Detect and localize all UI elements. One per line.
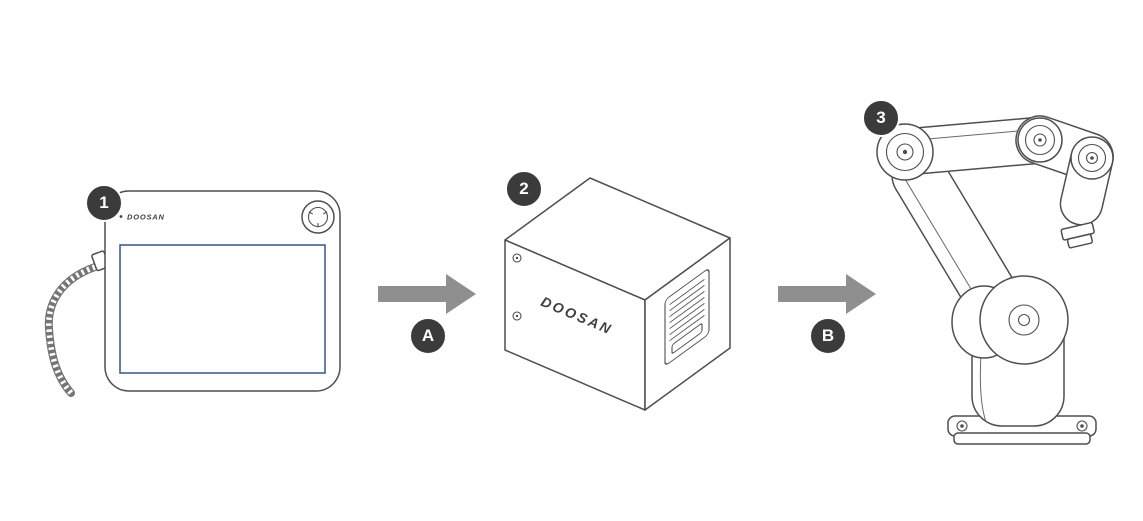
robot-wrist-joint-2 [1070, 136, 1114, 180]
controller-illustration: DOOSAN [504, 177, 731, 411]
arrow-a-icon [378, 274, 476, 314]
pendant-screen [119, 244, 326, 374]
robot-shoulder [951, 275, 1069, 365]
pendant-brand-text: DOOSAN [127, 213, 165, 222]
controller-screws [512, 253, 522, 321]
step-badge-1: 1 [85, 184, 123, 222]
robot-arm-illustration [876, 115, 1114, 445]
arrow-b-icon [778, 274, 876, 314]
arrow-a-shape [378, 274, 476, 314]
robot-tool-flange [1060, 221, 1095, 249]
connector-badge-a: A [409, 317, 447, 355]
step-badge-2: 2 [505, 170, 543, 208]
connector-badge-b: B [809, 317, 847, 355]
brand-dot [119, 215, 123, 218]
emergency-stop-button [301, 200, 335, 234]
vent-grille [664, 269, 710, 365]
robot-elbow-joint [876, 123, 934, 181]
pendant-cable [44, 263, 99, 397]
teach-pendant-illustration: DOOSAN [44, 190, 341, 397]
step-badge-3: 3 [862, 99, 900, 137]
arrow-b-shape [778, 274, 876, 314]
robot-wrist-joint-1 [1017, 117, 1063, 163]
